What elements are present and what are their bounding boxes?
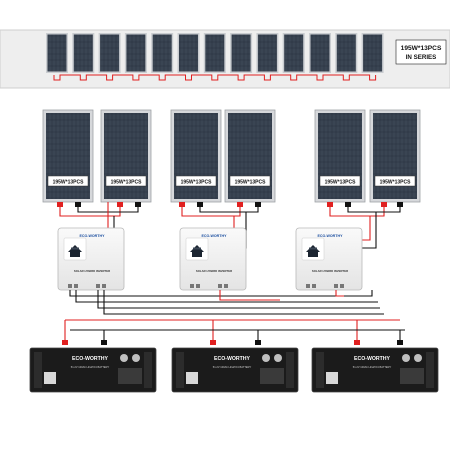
inverter: ECO-WORTHY SOLAR HYBRID INVERTER [57,227,125,291]
panel-groups: 195W*13PCS 195W*13PCS 195W*13PCS [42,109,421,203]
solar-panel: 195W*13PCS [100,109,152,203]
inverter-brand: ECO-WORTHY [318,234,344,238]
battery-connectors [62,340,403,345]
house-solar-icon [306,245,320,257]
series-wire [53,74,377,81]
inverter-brand: ECO-WORTHY [202,234,228,238]
top-solar-panel [46,33,68,73]
top-solar-panel [282,33,305,73]
panel-group-3: 195W*13PCS 195W*13PCS [314,109,421,203]
top-solar-panel [256,33,279,73]
house-solar-icon [190,245,204,257]
top-array-label-line1: 195W*13PCS [401,45,442,52]
battery: ECO-WORTHY 51.2V 100Ah LiFePO4 BATTERY [171,347,299,393]
battery-brand: ECO-WORTHY [72,356,109,362]
top-solar-panel [98,33,121,73]
battery-brand: ECO-WORTHY [354,356,391,362]
inverter-model: SOLAR HYBRID INVERTER [312,269,348,273]
top-solar-panel [361,33,384,73]
top-solar-panel [335,33,358,73]
battery-spec: 51.2V 100Ah LiFePO4 BATTERY [213,365,252,369]
battery-terminal [132,354,140,362]
battery-terminal [120,354,128,362]
top-array-label: 195W*13PCS IN SERIES [395,39,447,65]
inverter-brand: ECO-WORTHY [80,234,106,238]
battery-spec: 51.2V 100Ah LiFePO4 BATTERY [353,365,392,369]
solar-panel: 195W*13PCS [42,109,94,203]
battery: ECO-WORTHY 51.2V 100Ah LiFePO4 BATTERY [29,347,157,393]
top-array-label-box [395,39,447,65]
battery-terminal [262,354,270,362]
inverters: ECO-WORTHY SOLAR HYBRID INVERTER ECO-WOR… [57,227,363,291]
top-panel-row [46,33,384,73]
top-solar-panel [230,33,253,73]
top-solar-panel [309,33,331,73]
panel-label: 195W*13PCS [111,180,143,186]
battery-terminal [414,354,422,362]
battery: ECO-WORTHY 51.2V 100Ah LiFePO4 BATTERY [311,347,439,393]
panel-label: 195W*13PCS [53,180,85,186]
panel-group-1: 195W*13PCS 195W*13PCS [42,109,152,203]
panel-connectors [57,202,403,207]
battery-spec: 51.2V 100Ah LiFePO4 BATTERY [71,365,110,369]
inverter-model: SOLAR HYBRID INVERTER [74,269,110,273]
inverter: ECO-WORTHY SOLAR HYBRID INVERTER [179,227,247,291]
top-solar-panel [203,33,226,73]
top-solar-panel [72,33,95,73]
top-solar-panel [177,33,200,73]
house-solar-icon [68,245,82,257]
inverter: ECO-WORTHY SOLAR HYBRID INVERTER [295,227,363,291]
top-solar-panel [151,33,174,73]
battery-brand: ECO-WORTHY [214,356,251,362]
solar-panel: 195W*13PCS [369,109,421,203]
series-wire-path [53,74,377,81]
panel-label: 195W*13PCS [235,180,267,186]
solar-panel: 195W*13PCS [224,109,276,203]
panel-label: 195W*13PCS [380,180,412,186]
battery-terminal [274,354,282,362]
inverter-model: SOLAR HYBRID INVERTER [196,269,232,273]
top-array: 195W*13PCS IN SERIES [0,29,450,89]
top-array-label-line2: IN SERIES [406,54,437,61]
solar-panel: 195W*13PCS [314,109,366,203]
bus-wiring [64,290,405,345]
batteries: ECO-WORTHY 51.2V 100Ah LiFePO4 BATTERY E… [29,347,439,393]
panel-label: 195W*13PCS [325,180,357,186]
panel-group-2: 195W*13PCS 195W*13PCS [170,109,276,203]
top-solar-panel [124,33,147,73]
battery-terminal [402,354,410,362]
panel-label: 195W*13PCS [181,180,213,186]
solar-panel: 195W*13PCS [170,109,222,203]
